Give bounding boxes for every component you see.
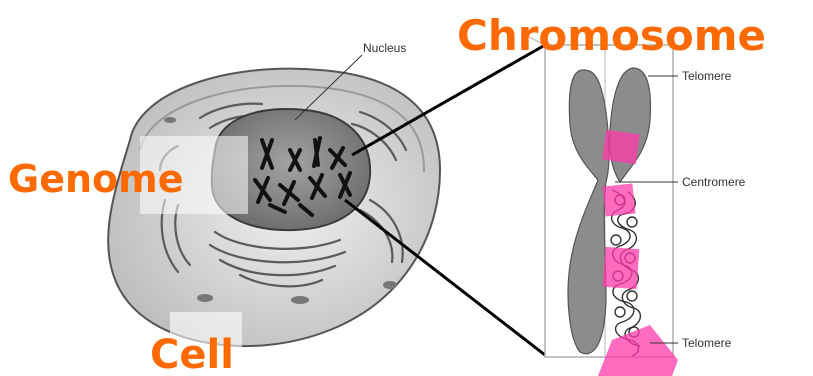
chromosome-title: Chromosome	[457, 11, 766, 60]
highlight-chromatin	[603, 247, 640, 289]
cell-title: Cell	[150, 332, 234, 376]
highlight-telomere-bottom	[598, 325, 678, 376]
right-chromatid	[609, 68, 650, 182]
highlight-markers	[598, 130, 678, 376]
centromere-label: Centromere	[682, 175, 746, 189]
genome-title: Genome	[8, 157, 184, 201]
chromosome-panel	[525, 35, 678, 376]
telomere-bottom-label: Telomere	[682, 336, 732, 350]
nucleus-label: Nucleus	[363, 41, 406, 55]
highlight-centromere-lower	[603, 184, 636, 217]
highlight-centromere-upper	[602, 130, 640, 164]
telomere-top-label: Telomere	[682, 69, 732, 83]
left-chromatid	[568, 70, 609, 354]
